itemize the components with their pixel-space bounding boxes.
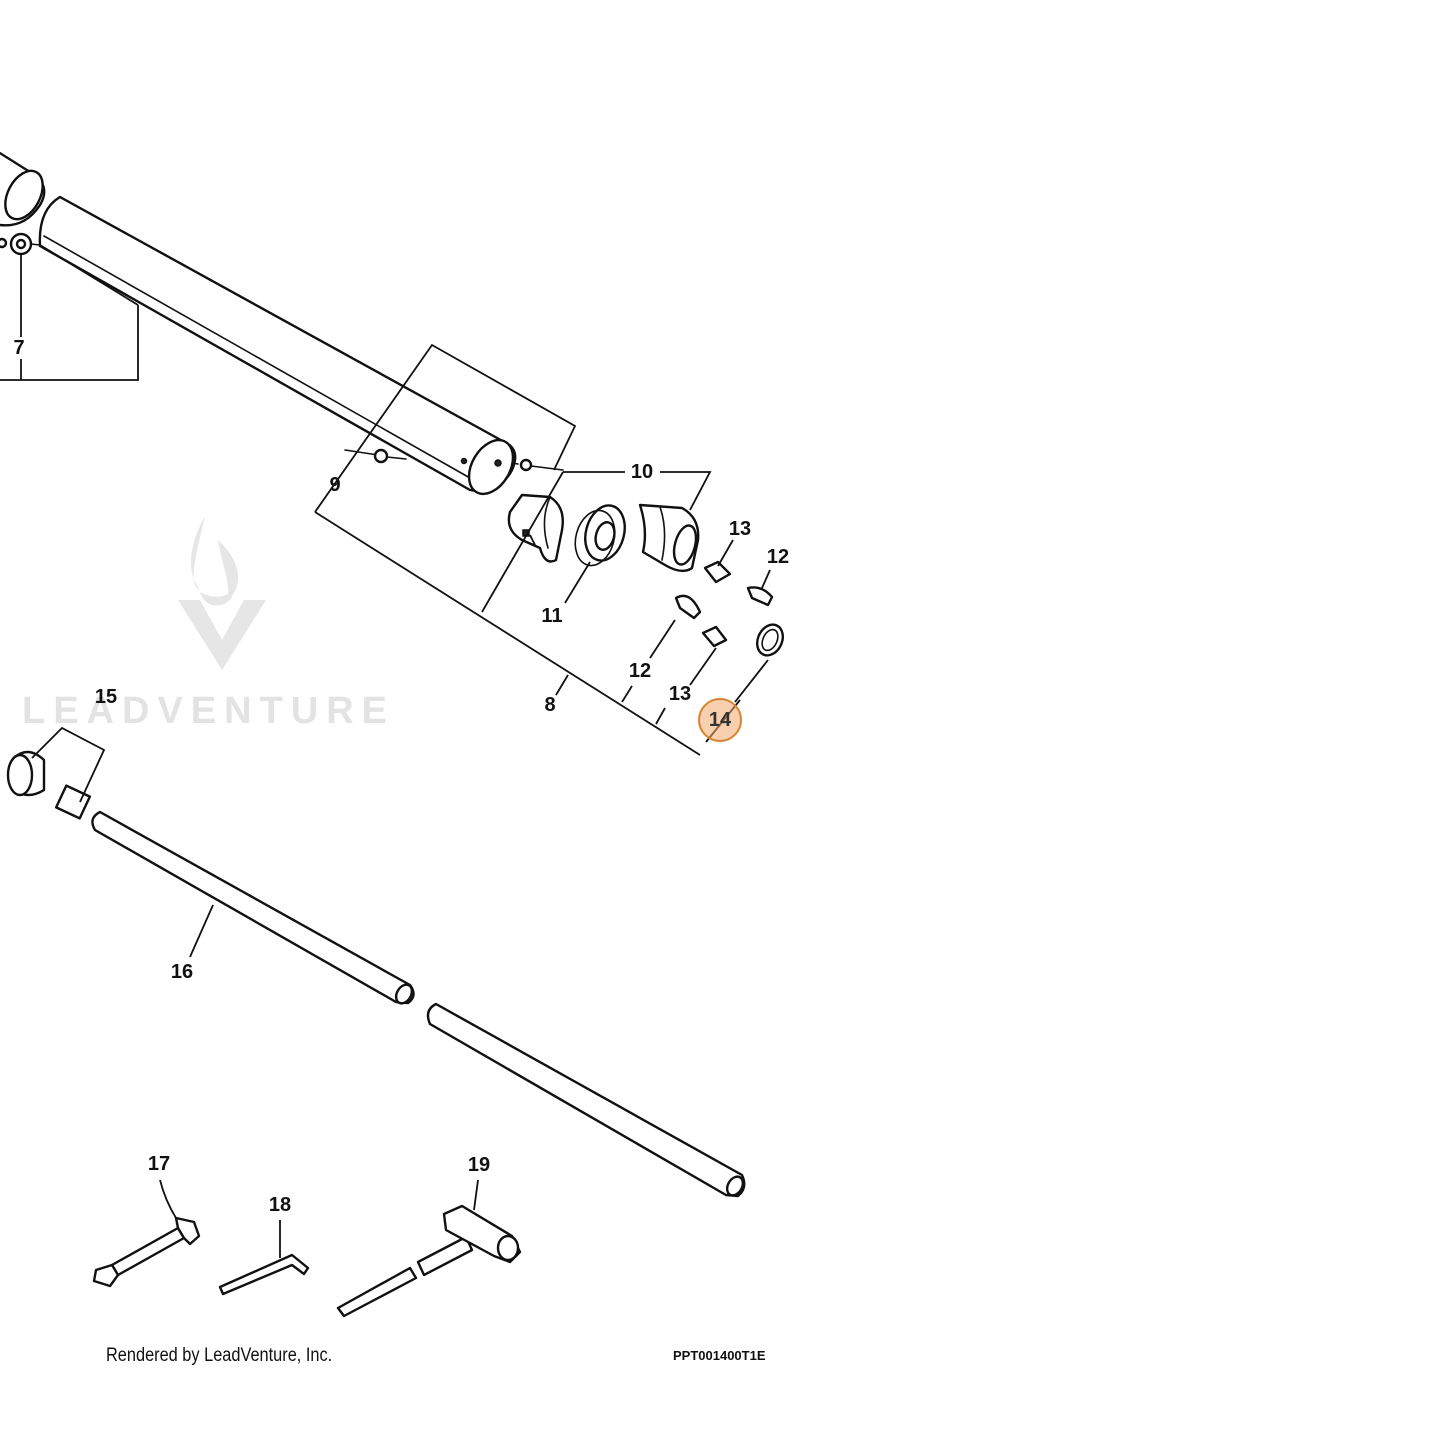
wrench-17 <box>92 1216 201 1288</box>
item-9-pins <box>344 448 564 472</box>
spark-plug-wrench-19 <box>336 1204 522 1318</box>
callout-10[interactable]: 10 <box>630 461 654 483</box>
callout-11[interactable]: 11 <box>541 605 563 627</box>
callout-9[interactable]: 9 <box>329 474 341 496</box>
drive-shaft-lower <box>426 1002 746 1198</box>
callout-7[interactable]: 7 <box>13 337 25 359</box>
callout-15[interactable]: 15 <box>94 686 118 708</box>
callout-12-lower[interactable]: 12 <box>628 660 652 682</box>
render-credit: Rendered by LeadVenture, Inc. <box>106 1345 333 1366</box>
callout-13-upper[interactable]: 13 <box>728 518 752 540</box>
callout-18[interactable]: 18 <box>268 1194 292 1216</box>
callout-19[interactable]: 19 <box>467 1154 491 1176</box>
drive-shaft-upper <box>91 810 415 1005</box>
item-15-parts <box>6 750 92 820</box>
callout-12-upper[interactable]: 12 <box>766 546 790 568</box>
callout-8[interactable]: 8 <box>544 694 556 716</box>
hex-key-18 <box>218 1253 310 1296</box>
diagram-code: PPT001400T1E <box>673 1348 766 1363</box>
callout-14-highlighted[interactable]: 14 <box>698 698 742 742</box>
callout-13-lower[interactable]: 13 <box>668 683 692 705</box>
callout-17[interactable]: 17 <box>147 1153 171 1175</box>
bearing <box>574 504 626 567</box>
upper-housing <box>0 151 46 227</box>
clips <box>674 560 785 657</box>
leader-lines <box>0 244 771 1258</box>
clamp-half-right <box>638 503 700 573</box>
main-tube <box>38 195 517 496</box>
watermark-text: LEADVENTURE <box>22 690 396 732</box>
callout-16[interactable]: 16 <box>170 961 194 983</box>
